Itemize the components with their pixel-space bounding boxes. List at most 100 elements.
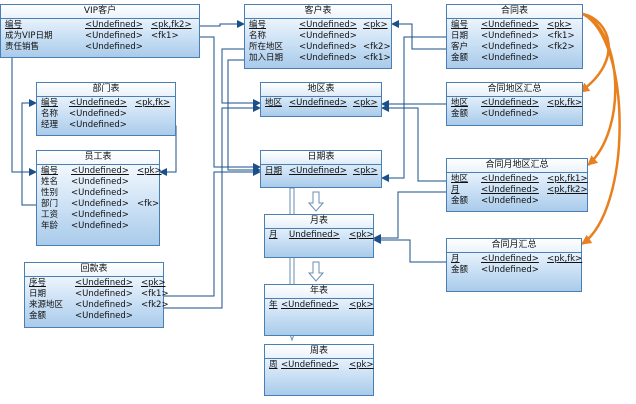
column-row[interactable]: 月<Undefined><pk,fk> xyxy=(451,254,582,265)
table-rows: 编号<Undefined><pk>日期<Undefined><fk1>客户<Un… xyxy=(447,19,582,65)
column-row[interactable]: 金额<Undefined> xyxy=(451,265,579,276)
table-week[interactable]: 周表 周<Undefined><pk> xyxy=(264,344,374,396)
column-row[interactable]: 部门<Undefined><fk> xyxy=(41,199,159,210)
column-row[interactable]: 性别<Undefined> xyxy=(41,188,157,199)
column-name: 编号 xyxy=(451,20,469,30)
column-row[interactable]: 月<Undefined><pk,fk2> xyxy=(451,185,588,196)
table-contract[interactable]: 合同表 编号<Undefined><pk>日期<Undefined><fk1>客… xyxy=(446,4,583,69)
column-row[interactable]: 编号<Undefined><pk> xyxy=(249,20,389,31)
column-type: <Undefined> xyxy=(289,98,347,108)
table-rows: 编号<Undefined><pk>名称<Undefined>所在地区 <Undef… xyxy=(245,19,391,65)
table-title: 员工表 xyxy=(37,151,159,165)
column-type: <Undefined> xyxy=(75,311,133,321)
table-title: 日期表 xyxy=(261,151,381,165)
table-payment[interactable]: 回款表 序号<Undefined><pk>日期<Undefined><fk1>来… xyxy=(24,262,169,328)
column-type: <Undefined> xyxy=(481,254,539,264)
column-row[interactable]: 地区<Undefined><pk,fk1> xyxy=(451,174,588,185)
column-row[interactable]: 编号<Undefined><pk,fk2> xyxy=(5,20,197,31)
column-type: Undefined> xyxy=(289,230,340,240)
column-name: 地区 xyxy=(451,98,469,108)
column-row[interactable]: 编号<Undefined><pk> xyxy=(451,20,580,31)
table-rows: 日期<Undefined><pk> xyxy=(261,165,381,178)
column-row[interactable]: 金额<Undefined> xyxy=(29,311,161,322)
table-year[interactable]: 年表 年<Undefined><pk> xyxy=(264,284,374,336)
link-payment-region xyxy=(164,104,261,309)
column-row[interactable]: 名称 <Undefined> xyxy=(41,109,173,120)
column-type: <Undefined> xyxy=(71,210,129,220)
column-name: 性别 xyxy=(41,188,59,198)
column-type: <Undefined> xyxy=(481,31,539,41)
column-type: <Undefined> xyxy=(299,42,357,52)
agg-contract-month-region xyxy=(582,12,617,166)
column-row[interactable]: 来源地区<Undefined><fk2> xyxy=(29,300,169,311)
column-name: 名称 xyxy=(249,31,267,41)
table-title: 部门表 xyxy=(37,83,175,97)
column-row[interactable]: 序号<Undefined><pk> xyxy=(29,278,166,289)
column-name: 编号 xyxy=(249,20,267,30)
column-type: <Undefined> xyxy=(85,42,143,52)
column-row[interactable]: 责任销售<Undefined> xyxy=(5,42,197,53)
column-key: <pk,fk2> xyxy=(151,20,192,30)
column-key: <pk> xyxy=(353,166,378,176)
column-row[interactable]: 加入日期<Undefined><fk1> xyxy=(249,53,391,64)
table-rows: 编号<Undefined><pk>姓名<Undefined>性别<Undefin… xyxy=(37,165,162,233)
column-row[interactable]: 所在地区<Undefined><fk2> xyxy=(249,42,391,53)
column-row[interactable]: 金额<Undefined> xyxy=(451,53,580,64)
link-vip-employee xyxy=(11,48,37,176)
column-type: <Undefined> xyxy=(69,109,127,119)
column-name: 所在地区 xyxy=(249,42,284,52)
column-row[interactable]: 编号<Undefined><pk> xyxy=(41,166,162,177)
column-name: 月 xyxy=(451,185,460,195)
column-key: <pk> xyxy=(141,278,166,288)
column-row[interactable]: 经理<Undefined> xyxy=(41,120,173,131)
column-key: <pk> xyxy=(137,166,162,176)
column-type: <Undefined> xyxy=(481,20,539,30)
column-row[interactable]: 年<Undefined><pk> xyxy=(269,300,374,311)
column-row[interactable]: 地区<Undefined><pk> xyxy=(265,98,379,109)
table-employee[interactable]: 员工表 编号<Undefined><pk>姓名<Undefined>性别<Und… xyxy=(36,150,162,246)
column-name: 客户 xyxy=(451,42,469,52)
table-title: 年表 xyxy=(265,285,373,299)
column-row[interactable]: 编号<Undefined><pk,fk> xyxy=(41,98,173,109)
column-key: <fk1> xyxy=(141,289,169,299)
column-row[interactable]: 日期<Undefined><fk1> xyxy=(451,31,580,42)
column-row[interactable]: 周<Undefined><pk> xyxy=(269,360,374,371)
column-type: <Undefined> xyxy=(481,109,539,119)
column-type: <Undefined> xyxy=(69,120,127,130)
column-row[interactable]: 金额<Undefined> xyxy=(451,109,580,120)
table-contract-month-summary[interactable]: 合同月汇总 月<Undefined><pk,fk>金额<Undefined> xyxy=(446,238,582,292)
column-row[interactable]: 日期<Undefined><pk> xyxy=(265,166,379,177)
table-date[interactable]: 日期表 日期<Undefined><pk> xyxy=(260,150,382,188)
column-row[interactable]: 工资<Undefined> xyxy=(41,210,157,221)
column-row[interactable]: 姓名<Undefined> xyxy=(41,177,157,188)
link-contract-customer xyxy=(391,20,446,50)
table-contract-month-region-summary[interactable]: 合同月地区汇总 地区<Undefined><pk,fk1>月<Undefined… xyxy=(446,158,588,212)
column-row[interactable]: 客户<Undefined><fk2> xyxy=(451,42,580,53)
column-row[interactable]: 名称<Undefined> xyxy=(249,31,389,42)
agg-contract-region xyxy=(579,12,610,94)
table-customer[interactable]: 客户表 编号<Undefined><pk>名称<Undefined>所在地区<U… xyxy=(244,4,392,69)
table-vip-customer[interactable]: VIP客户 编号<Undefined><pk,fk2>成为VIP日期<Undef… xyxy=(0,4,200,58)
column-type: <Undefined> xyxy=(289,166,347,176)
table-rows: 序号<Undefined><pk>日期<Undefined><fk1>来源地区<… xyxy=(25,277,169,323)
column-name: 名称 xyxy=(41,109,59,119)
link-cm-month xyxy=(373,236,446,263)
table-region[interactable]: 地区表 地区<Undefined><pk> xyxy=(260,82,382,117)
column-name: 金额 xyxy=(451,196,469,206)
column-row[interactable]: 成为VIP日期<Undefined><fk1> xyxy=(5,31,197,42)
column-row[interactable]: 地区<Undefined><pk,fk> xyxy=(451,98,582,109)
column-row[interactable]: 金额<Undefined> xyxy=(451,196,585,207)
table-title: 回款表 xyxy=(25,263,163,277)
column-row[interactable]: 年龄<Undefined> xyxy=(41,221,157,232)
table-contract-region-summary[interactable]: 合同地区汇总 地区<Undefined><pk,fk>金额<Undefined> xyxy=(446,82,583,126)
table-department[interactable]: 部门表 编号<Undefined><pk,fk>名称 <Undefined>经理<… xyxy=(36,82,176,136)
column-name: 日期 xyxy=(451,31,469,41)
column-row[interactable]: 日期<Undefined><fk1> xyxy=(29,289,169,300)
column-type: <Undefined> xyxy=(481,98,539,108)
column-type: <Undefined> xyxy=(481,185,539,195)
column-name: 月 xyxy=(269,230,278,240)
link-cmr-month xyxy=(373,191,446,242)
link-vip-customer xyxy=(200,20,245,28)
